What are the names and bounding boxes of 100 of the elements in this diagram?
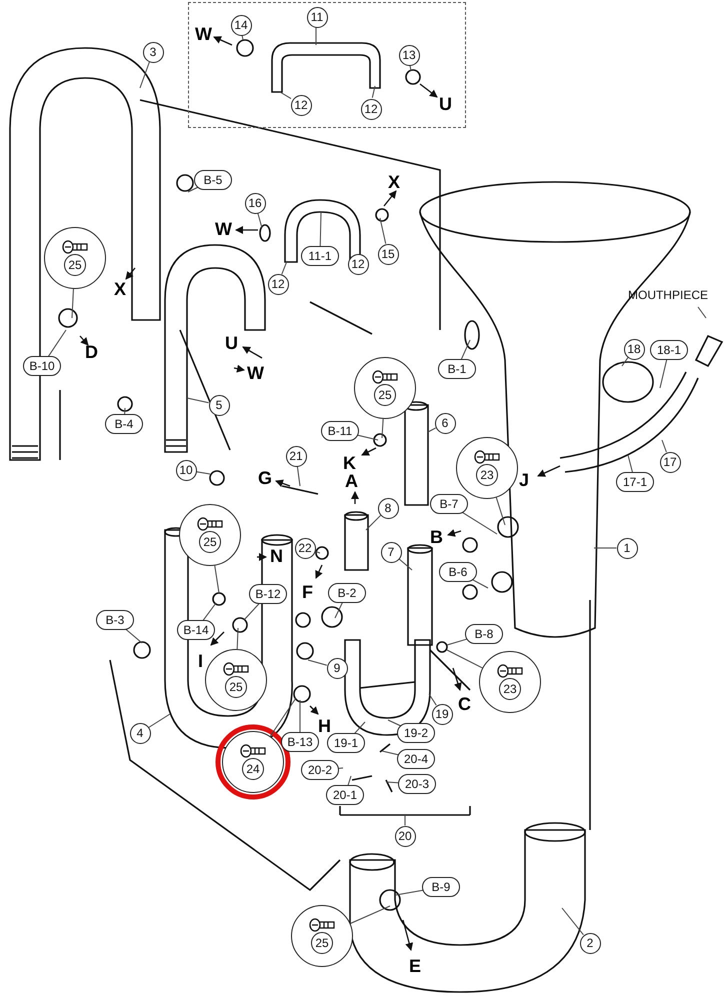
leader-line — [446, 650, 483, 668]
callout-number: B-8 — [465, 624, 503, 644]
callout-number: 25 — [225, 676, 247, 698]
leader-line — [281, 260, 288, 275]
connection-letter: U — [439, 95, 452, 113]
callout-number: 11-1 — [301, 246, 339, 266]
leader-line — [366, 514, 382, 530]
leader-line — [72, 288, 74, 318]
inset-frame — [188, 2, 466, 128]
connection-letter: F — [302, 583, 313, 601]
callout-number: B-2 — [328, 583, 366, 603]
callout-number: 23 — [499, 678, 521, 700]
leader-line — [280, 92, 292, 100]
connection-letter: I — [198, 652, 204, 670]
callout-number: B-5 — [194, 170, 232, 190]
callout-number: 20-4 — [397, 749, 435, 769]
callout-number: 1 — [616, 538, 638, 558]
callout-number: 6 — [434, 412, 456, 434]
connection-letter: W — [195, 25, 212, 43]
connection-letter: G — [258, 469, 272, 487]
connection-letter: X — [114, 280, 126, 298]
leader-line — [382, 418, 384, 438]
callout-number: 13 — [398, 44, 420, 66]
leader-line — [236, 628, 238, 650]
leader-line — [698, 306, 706, 318]
connection-letter: J — [519, 471, 530, 489]
leader-line — [398, 558, 412, 570]
connection-letter: C — [458, 695, 471, 713]
leader-line — [562, 908, 584, 936]
callout-number: B-6 — [439, 562, 477, 582]
callout-number: 18 — [624, 338, 644, 360]
leader-line — [48, 330, 66, 358]
leader-line — [188, 186, 200, 192]
callout-number: 20-2 — [301, 760, 339, 780]
callout-number: 16 — [244, 192, 266, 214]
callout-number: 8 — [378, 498, 398, 518]
leader-line — [196, 471, 210, 474]
connection-letter: D — [85, 343, 98, 361]
callout-number: 5 — [208, 394, 230, 416]
leader-line — [470, 578, 488, 588]
callout-number: 21 — [286, 446, 306, 466]
leader-line — [314, 550, 320, 554]
leader-line — [356, 434, 378, 440]
connection-letter: N — [270, 547, 283, 565]
callout-number: B-1 — [438, 359, 476, 379]
leader-line — [334, 602, 343, 618]
connection-letter: B — [430, 528, 443, 546]
leader-line — [270, 698, 296, 737]
callout-number: 22 — [294, 538, 316, 558]
leader-line — [396, 890, 424, 896]
connection-letter: W — [247, 364, 264, 382]
leader-line — [148, 714, 170, 728]
callout-number: 20 — [394, 826, 416, 846]
leader-line — [186, 398, 210, 404]
leader-line — [296, 466, 300, 486]
leader-line — [382, 750, 400, 756]
callout-number: 10 — [176, 460, 196, 480]
leader-line — [124, 628, 142, 644]
callout-number: 25 — [199, 531, 221, 553]
leader-line — [428, 427, 436, 432]
leader-line — [660, 359, 668, 388]
callout-number: 11 — [306, 6, 328, 28]
leader-line — [386, 782, 399, 784]
connection-letter: W — [215, 220, 232, 238]
callout-number: 19 — [432, 704, 452, 724]
connection-letter: X — [388, 173, 400, 191]
callout-number: 24 — [242, 758, 264, 780]
leader-line — [496, 497, 506, 526]
callout-number: 25 — [374, 384, 396, 406]
callout-number: 20-1 — [326, 785, 364, 805]
leader-line — [214, 565, 220, 594]
callout-number: B-12 — [249, 584, 287, 604]
callout-number: B-3 — [96, 610, 134, 630]
leader-line — [257, 212, 262, 228]
leader-line — [348, 776, 352, 786]
callout-number: 25 — [311, 932, 333, 954]
callout-number: 2 — [580, 932, 600, 954]
leader-line — [460, 511, 498, 534]
callout-number: 7 — [380, 542, 402, 562]
leader-line — [202, 602, 216, 622]
callout-number: 12 — [290, 94, 312, 116]
callout-number: B-10 — [23, 356, 61, 376]
callout-number: 3 — [142, 42, 164, 62]
callout-number: B-4 — [105, 414, 143, 434]
leader-line — [140, 61, 150, 88]
callout-number: 15 — [378, 244, 398, 264]
connection-letter: A — [345, 472, 358, 490]
connection-letter: E — [409, 957, 422, 975]
callout-number: B-9 — [422, 877, 460, 897]
callout-number: 17 — [660, 452, 680, 472]
callout-number: 17-1 — [616, 472, 654, 492]
callout-number: B-11 — [321, 421, 359, 441]
leader-line — [354, 722, 366, 734]
leader-line — [320, 212, 322, 246]
leader-line — [372, 86, 376, 98]
callout-number: 12 — [268, 274, 288, 294]
callout-number: 18-1 — [650, 340, 688, 360]
leader-line — [460, 340, 470, 360]
leader-line — [124, 408, 126, 414]
leader-line — [388, 720, 402, 727]
